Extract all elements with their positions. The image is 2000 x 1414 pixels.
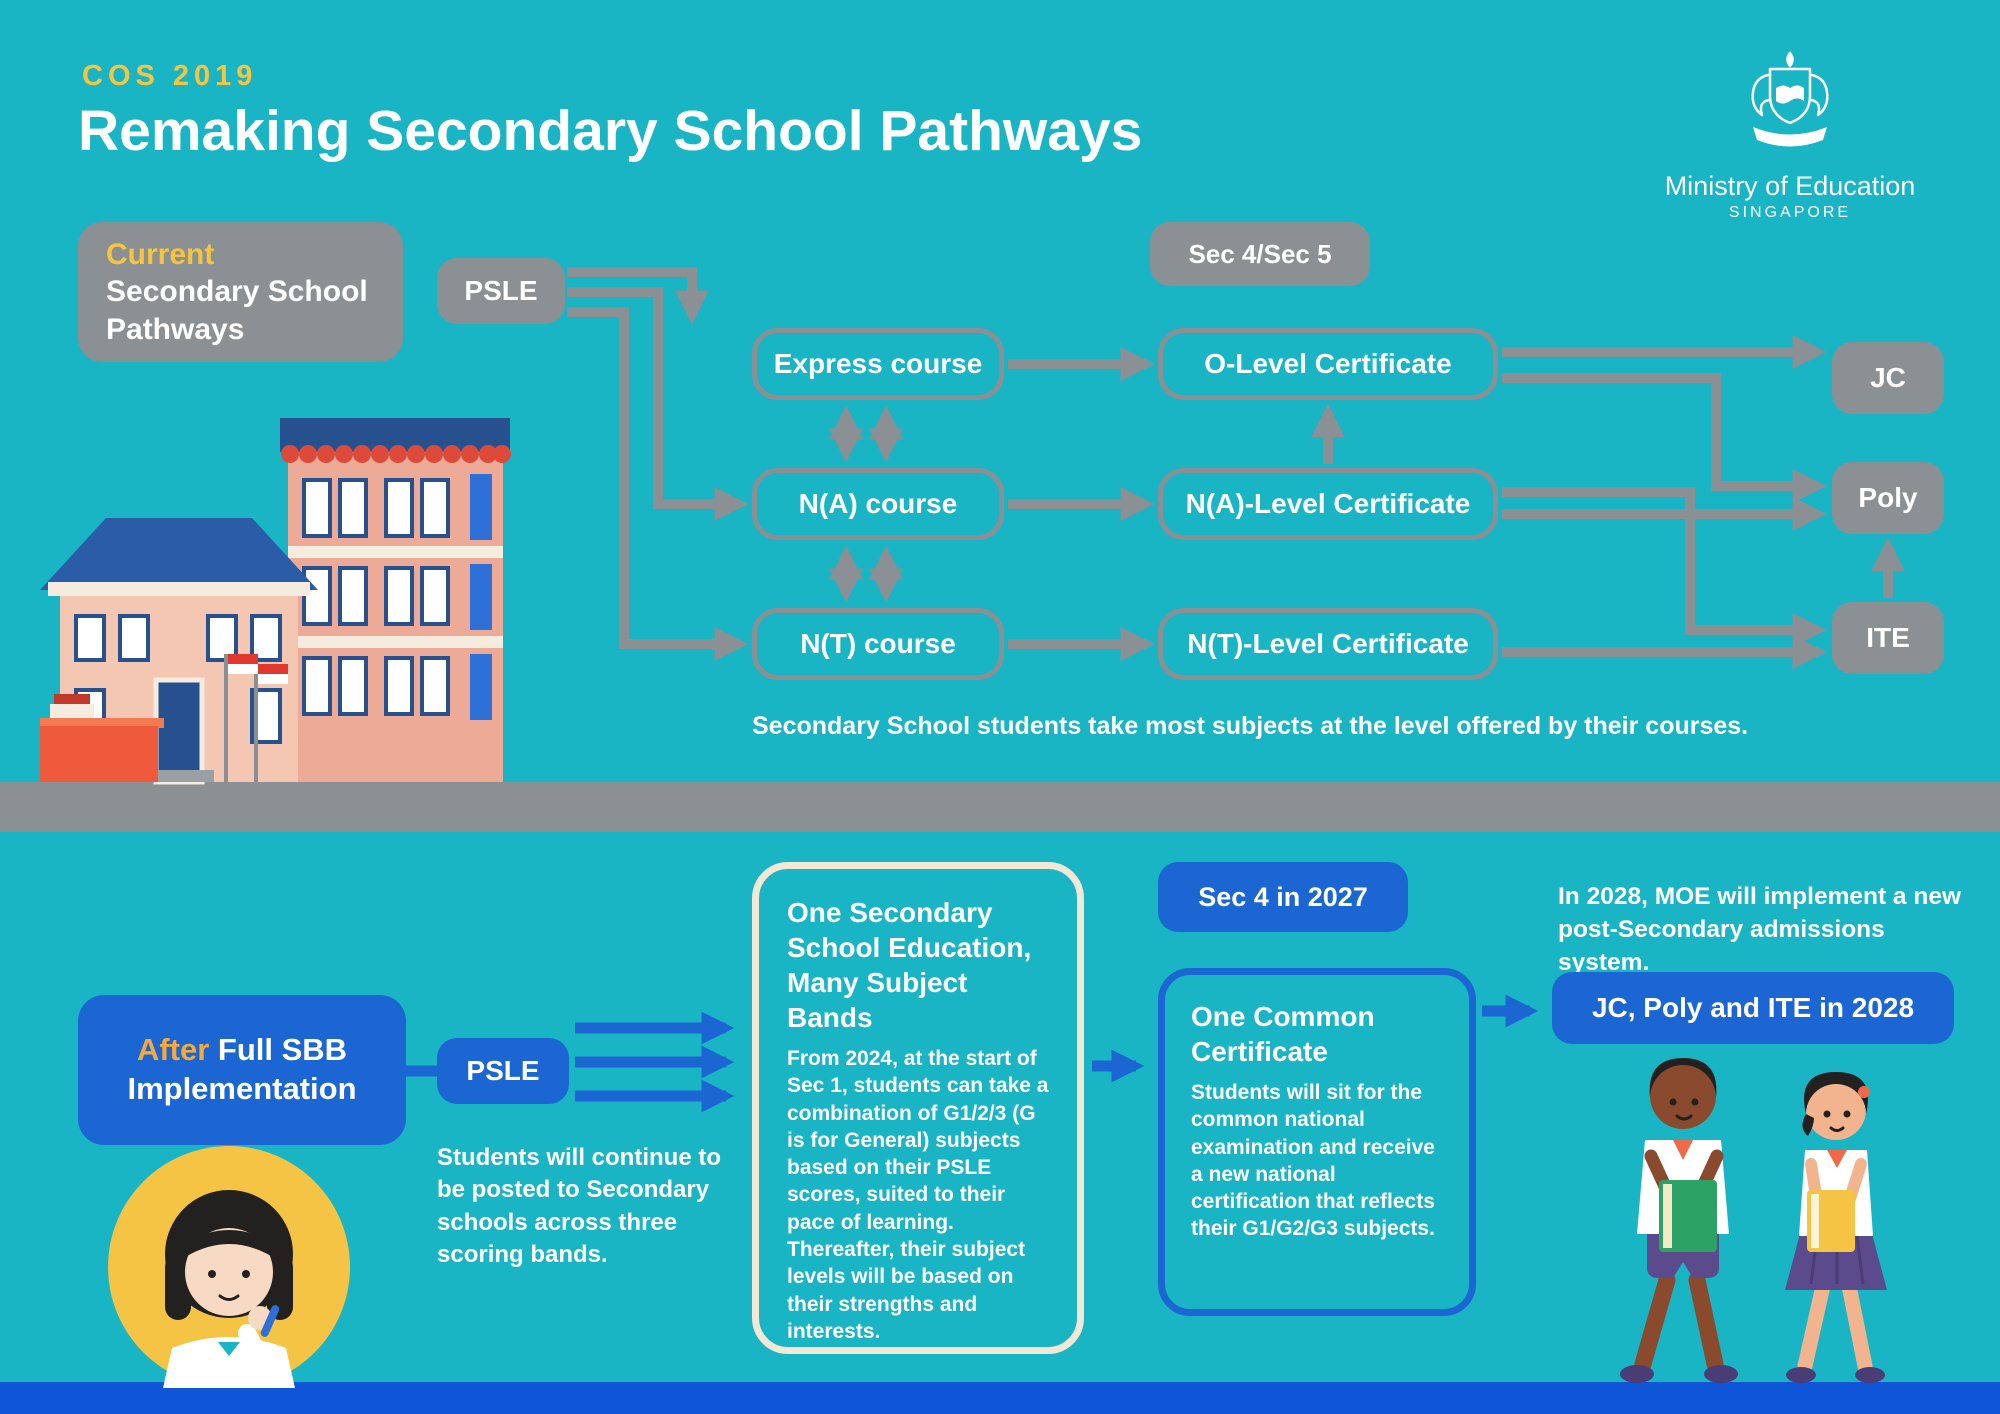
psle-node-after: PSLE	[437, 1038, 569, 1104]
nt-course-node: N(T) course	[752, 608, 1004, 680]
bottom-blue-strip	[0, 1382, 2000, 1414]
logo-org-name: Ministry of Education	[1664, 171, 1916, 201]
na-course-node: N(A) course	[752, 468, 1004, 540]
after-rest: Full SBB Implementation	[127, 1032, 357, 1106]
logo-country: SINGAPORE	[1728, 204, 1852, 221]
jc-poly-ite-2028-node: JC, Poly and ITE in 2028	[1552, 972, 1954, 1044]
walking-students-illustration	[1620, 1058, 1887, 1383]
sbb-pathways-arrows	[404, 994, 1539, 1113]
moe-crest-icon	[1751, 51, 1829, 147]
current-highlight: Current	[106, 237, 215, 271]
after-sbb-label: After Full SBB Implementation	[78, 995, 406, 1145]
note-2028: In 2028, MOE will implement a new post-S…	[1558, 883, 1962, 977]
poly-node: Poly	[1832, 462, 1944, 534]
current-pathways-arrows	[567, 267, 1906, 670]
sbb-box-year: 2024	[845, 1047, 893, 1070]
school-illustration	[40, 418, 511, 785]
page-title: Remaking Secondary School Pathways	[78, 99, 1143, 163]
express-course-node: Express course	[752, 328, 1004, 400]
cert-box-body: Students will sit for the common nationa…	[1191, 1081, 1435, 1241]
ite-node: ITE	[1832, 602, 1944, 674]
sbb-box-body: From 2024, at the start of Sec 1, studen…	[787, 1047, 1049, 1343]
nalevel-cert-node: N(A)-Level Certificate	[1158, 468, 1498, 540]
current-rest: Secondary School Pathways	[106, 275, 368, 346]
sec4-sec5-label: Sec 4/Sec 5	[1150, 222, 1370, 286]
kicker-text: COS 2019	[82, 60, 258, 92]
ntlevel-cert-node: N(T)-Level Certificate	[1158, 608, 1498, 680]
psle-note: Students will continue to be posted to S…	[437, 1144, 721, 1269]
common-certificate-box: One Common Certificate Students will sit…	[1158, 968, 1476, 1316]
psle-node-current: PSLE	[437, 258, 565, 324]
current-pathways-label: Current Secondary School Pathways	[78, 222, 403, 362]
sbb-box-heading: One Secondary School Education, Many Sub…	[787, 897, 1032, 1033]
cert-box-heading: One Common Certificate	[1191, 1001, 1375, 1067]
thinking-student-illustration	[108, 1146, 350, 1388]
current-caption: Secondary School students take most subj…	[752, 712, 1749, 740]
after-highlight: After	[136, 1032, 210, 1068]
jc-node: JC	[1832, 342, 1944, 414]
sec4-2027-label: Sec 4 in 2027	[1158, 862, 1408, 932]
road-strip	[0, 782, 2000, 832]
olevel-cert-node: O-Level Certificate	[1158, 328, 1498, 400]
sbb-education-box: One Secondary School Education, Many Sub…	[752, 862, 1084, 1354]
moe-logo-block: Ministry of Education SINGAPORE	[1640, 50, 1940, 222]
